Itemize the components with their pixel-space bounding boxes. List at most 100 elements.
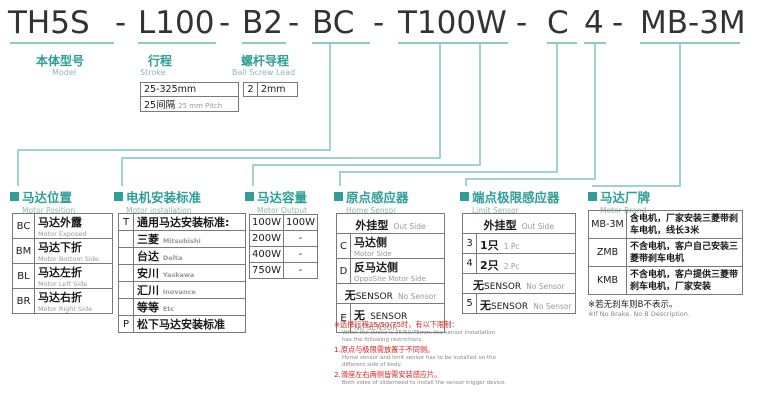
table-row: 汇川 Inovance: [118, 281, 246, 299]
row-en: 2 Pc: [503, 262, 520, 271]
underline: [312, 42, 370, 44]
row-en2: No Sensor: [533, 302, 572, 311]
brand-note: ※若无刹车则B不表示。: [588, 300, 678, 310]
table-row: 外挂型 Out Side: [462, 213, 576, 234]
code-stroke: L100: [138, 5, 215, 41]
note-1: ※选择行程25/50/75时，有以下限制：: [334, 320, 459, 329]
code-lead: B2: [242, 5, 283, 41]
model-caption: 本体型号: [36, 54, 85, 68]
row-cn: 无: [480, 299, 491, 312]
row-desc: 不含电机，客户自己安装三菱带刹车电机: [626, 238, 743, 267]
note-2-en: different side of body.: [342, 362, 402, 368]
row-en: Yaskawa: [162, 271, 195, 279]
row-en: Motor Right Side: [38, 305, 93, 313]
lead-value: 2mm: [257, 82, 298, 97]
section-marker: [114, 192, 123, 201]
row-code: ZMB: [588, 238, 627, 267]
home-subtitle: Home Sensor: [346, 206, 397, 215]
row-code: BL: [12, 263, 35, 289]
row-code: BR: [12, 288, 35, 314]
section-marker: [460, 192, 469, 201]
row-code: 5: [462, 293, 477, 314]
limit-header: 端点极限感应器 Limit Sensor: [460, 186, 560, 215]
lead-caption: 螺杆导程: [241, 54, 290, 68]
model-caption-en: Model: [52, 68, 77, 77]
stroke-pitch: 25间隔: [144, 100, 176, 111]
row-en2: No Sensor: [397, 292, 437, 301]
row-cn: 通用马达安装标准:: [133, 213, 246, 231]
stroke-caption: 行程: [148, 54, 173, 68]
code-model: TH5S: [8, 5, 90, 41]
install-title: 电机安装标准: [126, 190, 202, 205]
row-value: 100W: [282, 214, 318, 231]
row-code: 3: [462, 233, 477, 254]
stroke-table: 25-325mm 25间隔 25 mm Pitch: [140, 82, 239, 112]
limit-title: 端点极限感应器: [472, 190, 560, 205]
row-desc: 含电机，厂家安装三菱带刹车电机，线长3米: [626, 210, 743, 239]
row-cn: 马达外露: [38, 216, 82, 229]
lead-code: 2: [243, 82, 258, 97]
row-cn: 2只: [480, 259, 499, 272]
table-row: 等等 Etc: [118, 298, 246, 316]
row-cn: 马达下折: [38, 241, 82, 254]
table-row: 台达 Delta: [118, 247, 246, 265]
output-subtitle: Motor Output: [257, 206, 308, 215]
underline: [640, 42, 740, 44]
row-code: T: [118, 213, 134, 231]
note-3-en: Both sides of sliderneed to install the …: [342, 380, 507, 386]
row-en2: No SENSOR: [354, 323, 398, 332]
code-position: BC: [312, 5, 355, 41]
row-en: Delta: [162, 254, 183, 262]
code-dash: -: [612, 5, 624, 41]
code-dash: -: [288, 5, 300, 41]
row-en: OppoSite Motor Side: [354, 275, 426, 283]
underline: [398, 42, 508, 44]
row-cn: 马达左折: [38, 266, 82, 279]
home-title: 原点感应器: [346, 190, 409, 205]
row-cn: 反马达侧: [354, 261, 398, 274]
row-en: 1 Pc: [503, 242, 520, 251]
row-value: -: [282, 262, 318, 279]
row-code: MB-3M: [588, 210, 627, 239]
row-en: Motor Exposed: [38, 230, 87, 238]
table-row: 无SENSOR No Sensor: [462, 273, 576, 294]
table-row: 无SENSOR No Sensor: [336, 283, 445, 304]
row-cn: 松下马达安装标准: [133, 315, 246, 333]
limit-type-en: Out Side: [521, 222, 554, 231]
table-row: 750W-: [249, 262, 318, 279]
row-cn: 无: [473, 279, 484, 292]
row-en: Motor Side: [354, 250, 392, 258]
row-code: [118, 264, 134, 282]
table-row: 400W-: [249, 246, 318, 263]
underline: [584, 42, 606, 44]
table-row: 外挂型 Out Side: [336, 213, 445, 234]
row-code: D: [336, 258, 351, 284]
note-1-en: When the stroke is 25/50/75mm, the senso…: [342, 330, 496, 336]
row-cn: 1只: [480, 239, 499, 252]
output-title: 马达容量: [257, 190, 308, 205]
row-code: BC: [12, 213, 35, 239]
row-code: C: [336, 233, 351, 259]
code-limit: 4: [584, 5, 604, 41]
row-cn: 三菱: [137, 233, 159, 246]
row-cn: 汇川: [137, 284, 159, 297]
row-code: [118, 298, 134, 316]
code-dash: -: [516, 5, 528, 41]
code-dash: -: [219, 5, 231, 41]
row-code: 750W: [249, 262, 284, 279]
